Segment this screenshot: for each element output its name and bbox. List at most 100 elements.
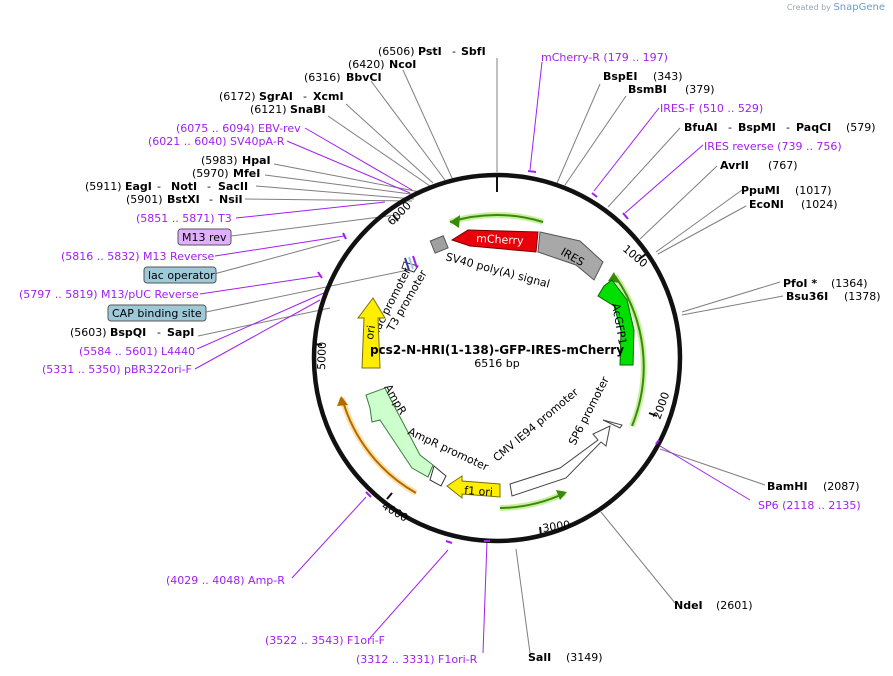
- mcherry-feature: [450, 229, 539, 253]
- enzyme-hpaI: (5983) HpaI: [201, 154, 271, 167]
- svg-text:BspQI: BspQI: [110, 326, 146, 339]
- svg-text:-: -: [452, 45, 456, 58]
- enzyme-bsmBI: BsmBI (379): [628, 83, 715, 96]
- boxed-label-m13-rev: M13 rev: [177, 228, 232, 246]
- svg-text:(6420): (6420): [348, 58, 385, 71]
- enzyme-sgrAI: (6172) SgrAI - XcmI: [219, 90, 344, 103]
- plasmid-size: 6516 bp: [474, 357, 519, 370]
- enzyme-ecoNI: EcoNI (1024): [749, 198, 838, 211]
- primer-mcherry-r: mCherry-R (179 .. 197): [541, 51, 668, 64]
- enzyme-leader-lines: [197, 58, 784, 654]
- svg-text:(379): (379): [685, 83, 715, 96]
- svg-text:PstI: PstI: [418, 45, 442, 58]
- svg-text:(767): (767): [768, 159, 798, 172]
- svg-text:SnaBI: SnaBI: [290, 103, 326, 116]
- svg-text:(1024): (1024): [801, 198, 838, 211]
- enzyme-bfuAI: BfuAI - BspMI - PaqCI (579): [684, 121, 876, 134]
- snapgene-logo: SnapGene: [833, 2, 885, 13]
- svg-text:(6172): (6172): [219, 90, 256, 103]
- svg-text:BspMI: BspMI: [738, 121, 776, 134]
- plasmid-name: pcs2-N-HRI(1-138)-GFP-IRES-mCherry: [370, 343, 624, 357]
- svg-text:SbfI: SbfI: [461, 45, 486, 58]
- svg-text:CAP binding site: CAP binding site: [112, 307, 202, 320]
- svg-text:-: -: [728, 121, 732, 134]
- enzyme-ppuMI: PpuMI (1017): [741, 184, 832, 197]
- enzyme-bstXI: (5901) BstXI - NsiI: [126, 193, 243, 206]
- svg-text:(5603): (5603): [70, 326, 107, 339]
- svg-text:-: -: [157, 180, 161, 193]
- mcherry-label: mCherry: [476, 232, 525, 247]
- primer-ires-f: IRES-F (510 .. 529): [660, 102, 763, 115]
- primer-f1ori-f: (3522 .. 3543) F1ori-F: [265, 634, 385, 647]
- enzyme-ncoI: (6420) NcoI: [348, 58, 416, 71]
- svg-text:(6506): (6506): [378, 45, 415, 58]
- tick-label-6000: 6000: [385, 199, 414, 228]
- sp6-promoter-feature: [602, 419, 623, 429]
- svg-text:-: -: [786, 121, 790, 134]
- primer-ires-reverse: IRES reverse (739 .. 756): [704, 140, 842, 153]
- svg-text:SacII: SacII: [218, 180, 248, 193]
- svg-text:PaqCI: PaqCI: [796, 121, 831, 134]
- enzyme-avrII: AvrII (767): [720, 159, 798, 172]
- primer-pbr322ori-f: (5331 .. 5350) pBR322ori-F: [42, 363, 192, 376]
- svg-text:AvrII: AvrII: [720, 159, 749, 172]
- svg-text:Bsu36I: Bsu36I: [786, 290, 828, 303]
- svg-text:-: -: [157, 326, 161, 339]
- sv40-label: SV40 poly(A) signal: [444, 250, 551, 290]
- watermark-created-by: Created by: [786, 3, 831, 12]
- ampr-promoter-feature: [429, 465, 447, 487]
- small-feature-marks: [404, 255, 418, 271]
- tick-label-5000: 5000: [315, 342, 329, 370]
- enzyme-pfoI: PfoI * (1364): [783, 277, 868, 290]
- svg-text:SgrAI: SgrAI: [259, 90, 293, 103]
- svg-text:MfeI: MfeI: [233, 167, 260, 180]
- primer-t3: (5851 .. 5871) T3: [136, 212, 232, 225]
- svg-text:lac operator: lac operator: [148, 269, 215, 282]
- svg-text:(6316): (6316): [304, 71, 341, 84]
- svg-text:BbvCI: BbvCI: [346, 71, 382, 84]
- svg-text:-: -: [303, 90, 307, 103]
- svg-text:NdeI: NdeI: [674, 599, 703, 612]
- svg-text:NcoI: NcoI: [389, 58, 416, 71]
- svg-text:M13 rev: M13 rev: [182, 231, 227, 244]
- enzyme-bspEI: BspEI (343): [603, 70, 683, 83]
- enzyme-pstI: (6506) PstI - SbfI: [378, 45, 486, 58]
- svg-text:PfoI *: PfoI *: [783, 277, 817, 290]
- svg-text:BsmBI: BsmBI: [628, 83, 667, 96]
- cmv-promoter-label: CMV IE94 promoter: [491, 385, 582, 464]
- enzyme-salI: SalI (3149): [528, 651, 603, 664]
- t3-promoter-feature: [401, 261, 419, 273]
- svg-text:(1378): (1378): [844, 290, 881, 303]
- tick-label-3000: 3000: [542, 518, 572, 535]
- enzyme-ndeI: NdeI (2601): [674, 599, 753, 612]
- svg-text:PpuMI: PpuMI: [741, 184, 780, 197]
- svg-text:-: -: [209, 193, 213, 206]
- primer-sv40pa-r: (6021 .. 6040) SV40pA-R: [148, 135, 285, 148]
- orf-arc-bottom: [499, 490, 567, 511]
- svg-text:BspEI: BspEI: [603, 70, 637, 83]
- cmv-promoter-feature: [509, 425, 611, 497]
- enzyme-mfeI: (5970) MfeI: [192, 167, 260, 180]
- enzyme-bsu36I: Bsu36I (1378): [786, 290, 881, 303]
- svg-text:EcoNI: EcoNI: [749, 198, 784, 211]
- boxed-feature-leader-lines: [205, 213, 409, 313]
- primer-marks: [317, 170, 660, 544]
- sv40-feature: [429, 235, 449, 254]
- svg-text:NsiI: NsiI: [219, 193, 243, 206]
- tick-label-4000: 4000: [380, 499, 411, 524]
- f1-ori-feature: [446, 475, 501, 500]
- acgfp1-feature: [597, 279, 635, 366]
- primer-f1ori-r: (3312 .. 3331) F1ori-R: [356, 653, 478, 666]
- svg-text:-: -: [207, 180, 211, 193]
- scale-ticks: [313, 214, 658, 536]
- enzyme-bamHI: BamHI (2087): [767, 480, 860, 493]
- svg-text:(2087): (2087): [823, 480, 860, 493]
- enzyme-snaBI: (6121) SnaBI: [250, 103, 326, 116]
- svg-text:(1017): (1017): [795, 184, 832, 197]
- svg-text:XcmI: XcmI: [313, 90, 344, 103]
- enzyme-eagI: (5911) EagI - NotI - SacII: [85, 180, 248, 193]
- boxed-label-cap-binding-site: CAP binding site: [107, 304, 207, 322]
- svg-text:SapI: SapI: [167, 326, 194, 339]
- svg-text:BamHI: BamHI: [767, 480, 808, 493]
- svg-text:NotI: NotI: [171, 180, 197, 193]
